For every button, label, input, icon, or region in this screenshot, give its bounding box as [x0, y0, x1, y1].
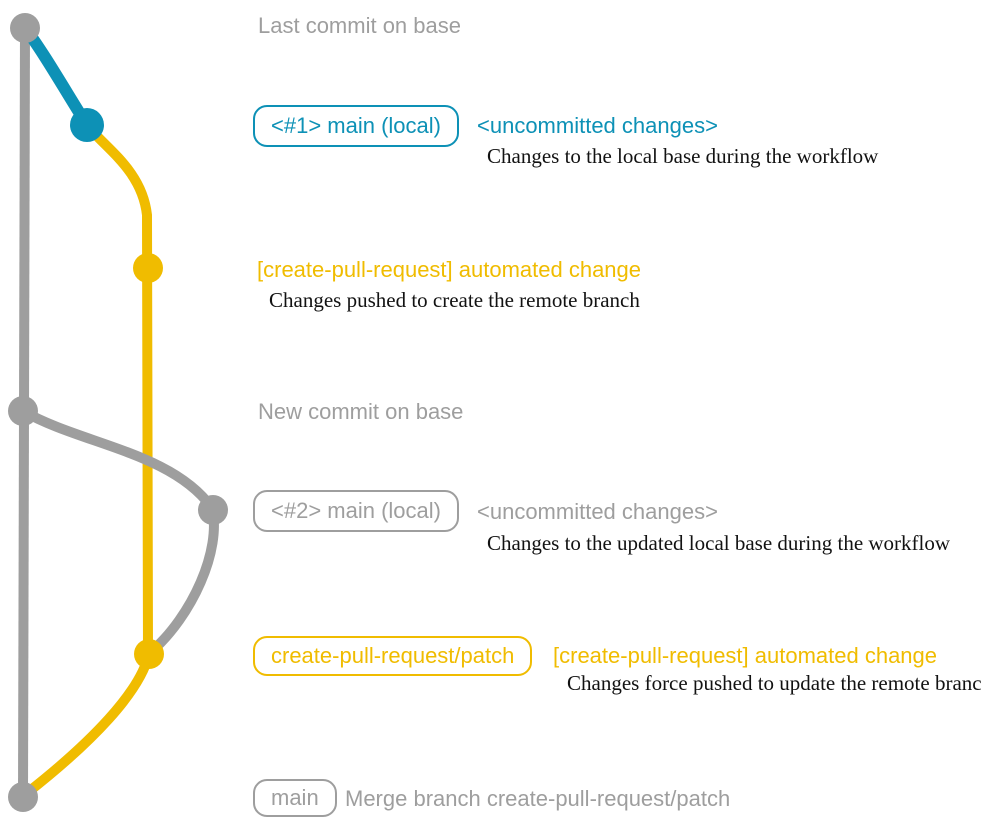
- automated-change-heading-2: [create-pull-request] automated change: [553, 643, 938, 668]
- uncommitted-changes-description-1: Changes to the local base during the wor…: [487, 144, 879, 168]
- commit-dot-uncommitted-2: [198, 495, 228, 525]
- new-commit-label: New commit on base: [258, 399, 464, 424]
- branch-badge-main-local-2: <#2> main (local): [253, 490, 459, 532]
- commit-dot-patch-1: [133, 253, 163, 283]
- last-commit-label: Last commit on base: [258, 13, 461, 38]
- uncommitted-changes-heading-2: <uncommitted changes>: [477, 499, 718, 524]
- automated-change-heading-1: [create-pull-request] automated change: [257, 257, 642, 282]
- patch-branch-line: [83, 121, 153, 655]
- commit-dot-last-base: [10, 13, 40, 43]
- automated-change-description-2: Changes force pushed to update the remot…: [567, 671, 981, 695]
- uncommitted-changes-heading-1: <uncommitted changes>: [477, 113, 718, 138]
- git-graph: [8, 13, 228, 812]
- uncommitted-branch-curve-1: [20, 24, 93, 129]
- commit-dot-patch-2: [134, 639, 164, 669]
- uncommitted-changes-description-2: Changes to the updated local base during…: [487, 531, 951, 555]
- branch-badge-main-local-1: <#1> main (local): [253, 105, 459, 147]
- branch-badge-main: main: [253, 779, 337, 817]
- commit-dot-merge: [8, 782, 38, 812]
- commit-dot-new-base: [8, 396, 38, 426]
- uncommitted-branch-curve-2: [20, 406, 219, 656]
- merge-commit-label: Merge branch create-pull-request/patch: [345, 786, 731, 811]
- commit-dot-uncommitted-1: [70, 108, 104, 142]
- merge-curve: [23, 652, 154, 797]
- automated-change-description-1: Changes pushed to create the remote bran…: [269, 288, 640, 312]
- branch-badge-patch: create-pull-request/patch: [253, 636, 533, 676]
